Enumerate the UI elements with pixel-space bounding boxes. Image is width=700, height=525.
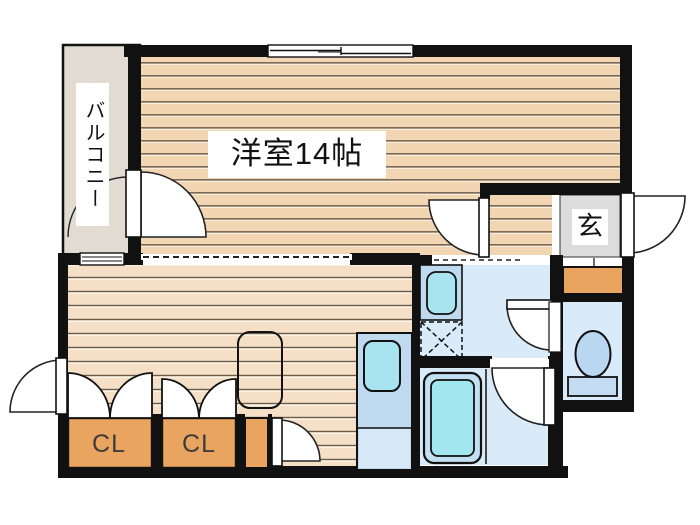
closet-left-bifold-door xyxy=(67,372,153,419)
refrigerator-space xyxy=(237,331,283,409)
wall-closet-divider1 xyxy=(152,414,162,472)
balcony-door xyxy=(67,169,207,238)
wall-closet-divider2 xyxy=(236,414,245,472)
bathroom-door xyxy=(490,359,556,426)
washing-machine-pan xyxy=(420,321,463,361)
wall-dk-topright xyxy=(350,253,420,265)
wall-bathroom-top xyxy=(412,356,492,368)
wash-basin-unit xyxy=(419,264,463,321)
toilet xyxy=(567,330,618,397)
bathtub xyxy=(422,369,487,465)
closet-right-bifold-door xyxy=(161,378,237,419)
main-room-label: 洋室14帖 xyxy=(208,131,386,178)
dk-bottom-door xyxy=(271,417,321,467)
wall-balcony-upper xyxy=(128,57,141,172)
shoe-cabinet xyxy=(562,266,624,295)
hallway-floor xyxy=(489,195,552,257)
front-door xyxy=(620,192,686,258)
closet-right-label: CL xyxy=(182,429,216,458)
closet-left-box xyxy=(66,416,154,470)
dk-left-door xyxy=(9,357,68,415)
pipe-space-box xyxy=(244,417,269,469)
entrance-floor xyxy=(559,194,621,258)
closet-left-label: CL xyxy=(92,429,126,458)
bathroom-doorway xyxy=(490,359,549,368)
entrance-label: 玄 xyxy=(572,209,608,245)
wall-washroom-top-left xyxy=(412,255,434,265)
window-balcony-end xyxy=(79,252,125,266)
entrance-step xyxy=(552,195,560,257)
wall-toilet-bottom xyxy=(552,400,634,412)
wall-stub-door xyxy=(480,183,490,200)
wall-washroom-toilet-corner xyxy=(550,255,563,301)
kitchen-counter xyxy=(356,332,413,471)
balcony-label: バルコニー xyxy=(76,83,109,226)
wall-right-upper xyxy=(620,45,632,197)
closet-right-box xyxy=(160,416,238,470)
window-top xyxy=(267,44,414,58)
wall-hallway-top xyxy=(480,183,632,195)
wall-ps-right xyxy=(268,414,272,472)
kitchen-sink xyxy=(363,340,401,392)
wall-right-lower xyxy=(622,255,634,412)
wall-shoebox-bottom xyxy=(552,294,634,302)
room-hallway-door xyxy=(428,197,490,258)
toilet-door xyxy=(548,301,562,353)
